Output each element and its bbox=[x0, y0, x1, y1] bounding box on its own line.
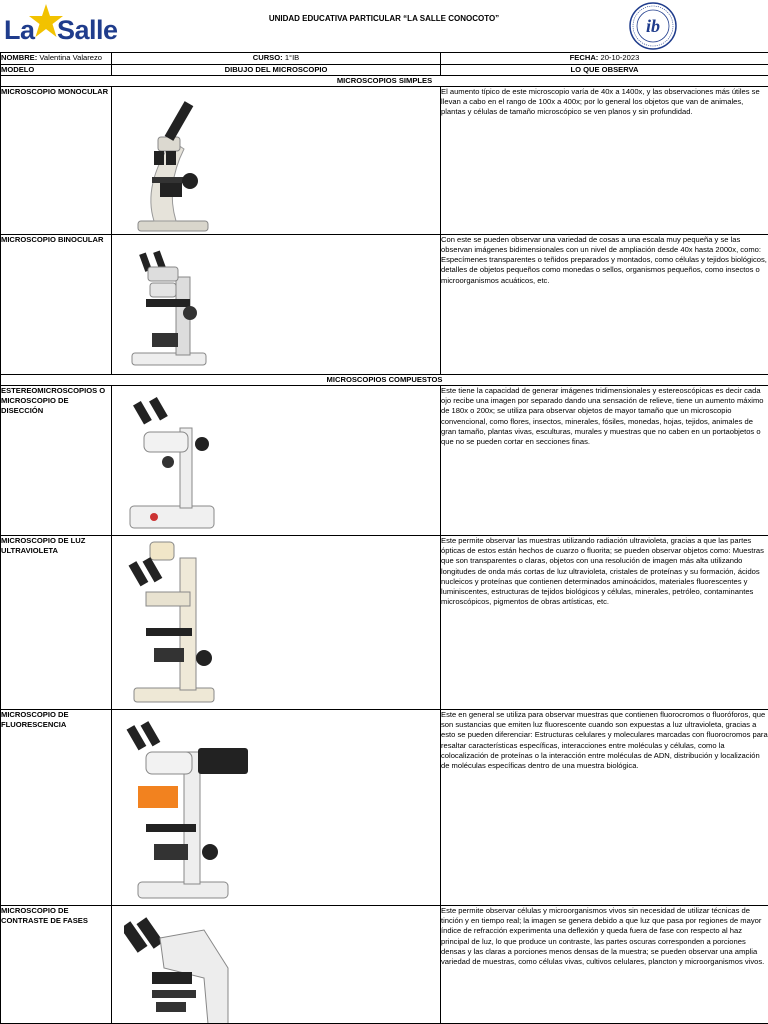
observation-text: Este permite observar células y microorg… bbox=[440, 905, 768, 1024]
microscope-icon bbox=[124, 917, 229, 1023]
ib-seal-text: ib bbox=[646, 16, 660, 36]
ib-seal-icon: ib bbox=[629, 2, 677, 50]
section-row-compound: MICROSCOPIOS COMPUESTOS bbox=[0, 374, 768, 387]
fluorescence-microscope-image bbox=[111, 709, 441, 907]
info-row: NOMBRE: Valentina Valarezo CURSO: 1°IB F… bbox=[0, 52, 768, 65]
document-header: La Salle UNIDAD EDUCATIVA PARTICULAR “LA… bbox=[0, 0, 768, 52]
table-row: MICROSCOPIO DE LUZ ULTRAVIOLETA Este per… bbox=[0, 535, 768, 711]
section-title-simple: MICROSCOPIOS SIMPLES bbox=[0, 75, 768, 88]
column-header-model: MODELO bbox=[0, 63, 112, 77]
column-header-row: MODELO DIBUJO DEL MICROSCOPIO LO QUE OBS… bbox=[0, 63, 768, 77]
table-row: ESTEREOMICROSCOPIOS O MICROSCOPIO DE DIS… bbox=[0, 385, 768, 537]
student-name-cell: NOMBRE: Valentina Valarezo bbox=[0, 52, 112, 65]
model-name: MICROSCOPIO BINOCULAR bbox=[0, 234, 112, 376]
date-label: FECHA: bbox=[569, 53, 599, 62]
observation-text: Este tiene la capacidad de generar imáge… bbox=[440, 385, 768, 537]
table-row: MICROSCOPIO DE CONTRASTE DE FASES Este p… bbox=[0, 905, 768, 1024]
date-cell: FECHA: 20-10-2023 bbox=[440, 52, 768, 65]
model-name: MICROSCOPIO DE FLUORESCENCIA bbox=[0, 709, 112, 907]
stereo-microscope-image bbox=[111, 385, 441, 537]
observation-text: El aumento típico de este microscopio va… bbox=[440, 86, 768, 236]
observation-text: Este permite observar las muestras utili… bbox=[440, 535, 768, 711]
course-label: CURSO: bbox=[252, 53, 283, 62]
la-salle-logo: La Salle bbox=[4, 3, 128, 49]
microscope-icon bbox=[131, 250, 207, 366]
model-name: ESTEREOMICROSCOPIOS O MICROSCOPIO DE DIS… bbox=[0, 385, 112, 537]
student-name: Valentina Valarezo bbox=[39, 53, 103, 62]
model-name: MICROSCOPIO MONOCULAR bbox=[0, 86, 112, 236]
logo-text-salle: Salle bbox=[57, 15, 118, 45]
microscope-icon bbox=[126, 721, 248, 899]
microscope-icon bbox=[137, 101, 209, 232]
table-row: MICROSCOPIO BINOCULAR Con este se pueden… bbox=[0, 234, 768, 376]
column-header-observes: LO QUE OBSERVA bbox=[440, 63, 768, 77]
phase-contrast-microscope-image bbox=[111, 905, 441, 1024]
observation-text: Este en general se utiliza para observar… bbox=[440, 709, 768, 907]
date-value: 20-10-2023 bbox=[600, 53, 640, 62]
uv-microscope-image bbox=[111, 535, 441, 711]
logo-text-la: La bbox=[4, 15, 35, 45]
microscope-icon bbox=[128, 541, 215, 703]
microscope-table: NOMBRE: Valentina Valarezo CURSO: 1°IB F… bbox=[0, 52, 768, 1024]
section-title-compound: MICROSCOPIOS COMPUESTOS bbox=[0, 374, 768, 387]
microscope-icon bbox=[129, 397, 215, 529]
model-name: MICROSCOPIO DE CONTRASTE DE FASES bbox=[0, 905, 112, 1024]
name-label: NOMBRE: bbox=[1, 53, 38, 62]
model-name: MICROSCOPIO DE LUZ ULTRAVIOLETA bbox=[0, 535, 112, 711]
section-row-simple: MICROSCOPIOS SIMPLES bbox=[0, 75, 768, 88]
column-header-drawing: DIBUJO DEL MICROSCOPIO bbox=[111, 63, 441, 77]
course-value: 1°IB bbox=[284, 53, 300, 62]
monocular-microscope-image bbox=[111, 86, 441, 236]
table-row: MICROSCOPIO DE FLUORESCENCIA Este en gen… bbox=[0, 709, 768, 907]
binocular-microscope-image bbox=[111, 234, 441, 376]
course-cell: CURSO: 1°IB bbox=[111, 52, 441, 65]
table-row: MICROSCOPIO MONOCULAR El aumento típico … bbox=[0, 86, 768, 236]
observation-text: Con este se pueden observar una variedad… bbox=[440, 234, 768, 376]
school-title: UNIDAD EDUCATIVA PARTICULAR “LA SALLE CO… bbox=[268, 14, 500, 23]
star-icon bbox=[29, 4, 63, 37]
